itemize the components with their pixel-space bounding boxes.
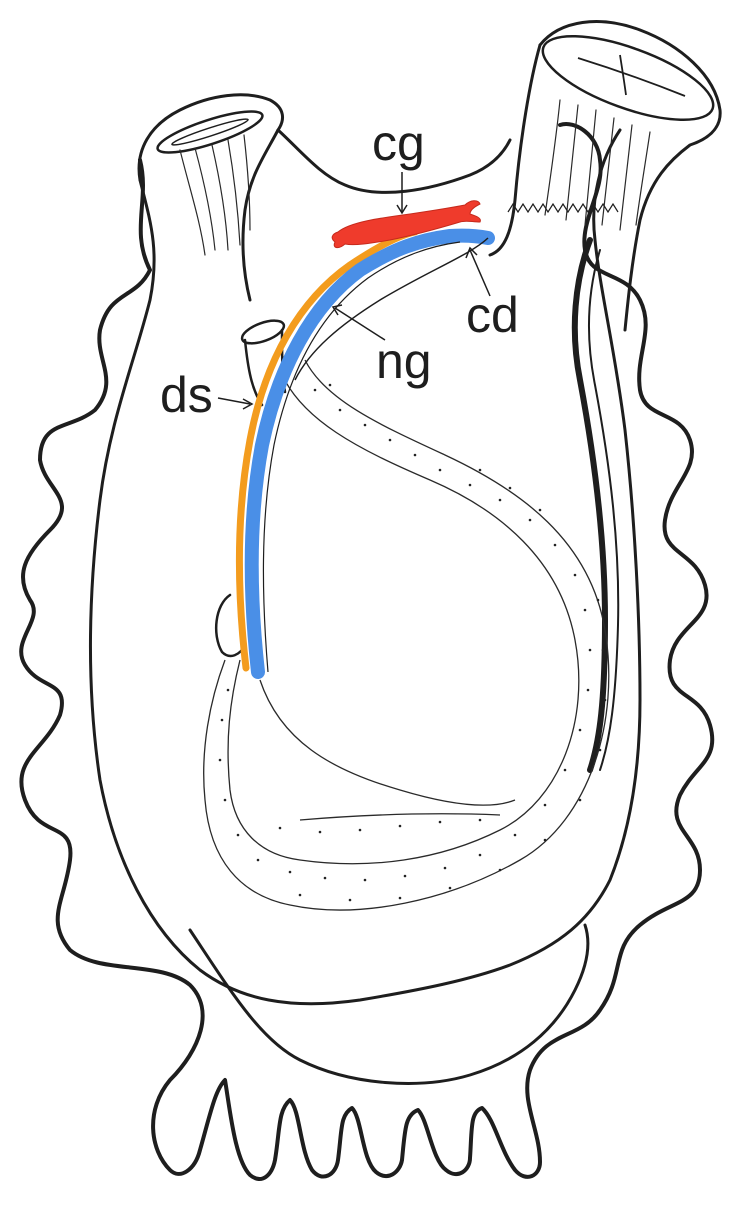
right-siphon-slit xyxy=(578,55,685,96)
body-base xyxy=(190,925,588,1083)
label-cd: cd xyxy=(466,287,519,343)
gut-loop-cross xyxy=(260,680,515,805)
label-ng: ng xyxy=(376,333,432,389)
gut-stipple xyxy=(219,384,607,902)
gut-loop-cross-2 xyxy=(300,814,500,820)
left-siphon-lines xyxy=(180,135,250,255)
neural-gland-edge xyxy=(263,242,460,672)
label-ds: ds xyxy=(160,367,213,423)
right-siphon-opening xyxy=(533,19,723,137)
gut-loop-outer xyxy=(228,370,579,864)
right-siphon-left-edge xyxy=(490,45,540,255)
oral-tentacle-ring xyxy=(508,204,618,212)
left-siphon-opening xyxy=(154,104,266,161)
right-siphon xyxy=(540,22,720,330)
neural-gland xyxy=(252,236,488,672)
tunic-outline xyxy=(21,124,712,1179)
label-cg: cg xyxy=(372,115,425,171)
left-siphon xyxy=(139,95,282,300)
